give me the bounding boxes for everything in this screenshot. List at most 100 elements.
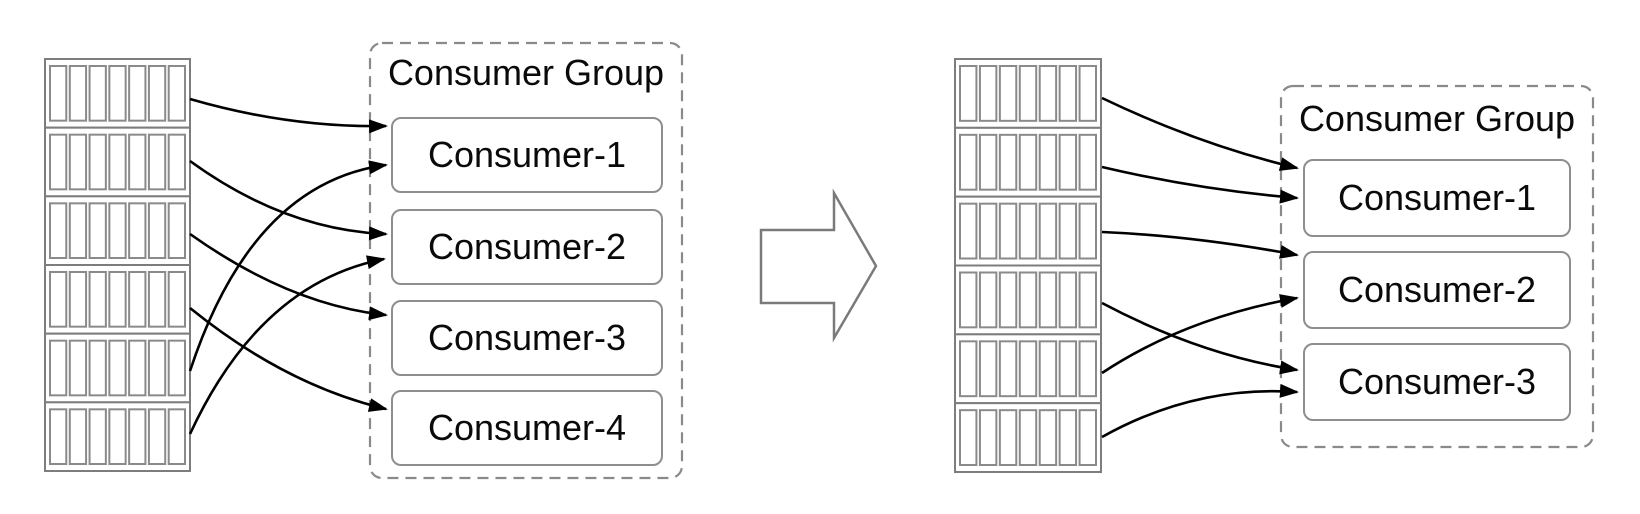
consumer-box: Consumer-3 [391,300,663,376]
partition-segment [128,133,147,191]
partition-segment [167,271,186,328]
partition-segment [68,339,88,397]
partition-segment [49,202,68,259]
partition-segment [128,271,147,328]
partition-segment [1018,202,1038,260]
partition-segment [959,409,978,466]
partition-segment [49,271,68,328]
partition-segment [998,271,1018,329]
partition-segment [68,133,88,191]
partition-segment [959,340,978,398]
partition-segment [108,339,127,397]
partition-segment [978,409,998,466]
partition-segment [978,340,998,398]
partition-segment [998,133,1018,191]
consumer-group-title: Consumer Group [387,52,665,93]
partition-segment [1018,340,1038,398]
partition-segment [88,202,107,259]
flow-arrow-right-partition-3 [1101,230,1299,259]
flow-arrow-right-partition-2 [1101,165,1299,204]
partition-segment [959,271,978,329]
partition-stack-right [954,58,1102,473]
partition-segment [49,339,68,397]
partition-segment [88,408,107,466]
partition-segment [1078,409,1097,466]
partition-segment [978,65,998,122]
partition-segment [68,202,88,259]
partition-segment [88,65,107,122]
partition-segment [998,340,1018,398]
flow-arrow-left-partition-4 [189,306,388,412]
partition-segment [1058,133,1078,191]
flow-arrow-left-partition-5 [188,160,388,372]
partition-segment [108,271,127,328]
flow-arrow-left-partition-3 [189,232,388,321]
partition-segment [1018,409,1038,466]
partition-segment [1038,271,1058,329]
partition-segment [88,271,107,328]
partition-segment [998,65,1018,122]
flow-arrow-left-partition-6 [188,255,386,435]
transition-right-arrow-icon [759,188,878,343]
partition-segment [1058,65,1078,122]
partition-segment [1038,65,1058,122]
partition-segment [978,271,998,329]
partition-segment [147,408,167,466]
partition-segment [959,133,978,191]
flow-arrow-right-partition-4 [1101,301,1299,375]
partition-segment [128,339,147,397]
partition-segment [1018,271,1038,329]
partition-segment [147,65,167,122]
consumer-box: Consumer-1 [391,117,663,193]
consumer-group-outline-right [1279,84,1595,449]
partition-segment [1078,271,1097,329]
partition-segment [1058,340,1078,398]
partition-segment [1058,202,1078,260]
consumer-box: Consumer-1 [1303,159,1571,237]
partition-segment [978,133,998,191]
consumer-group-title: Consumer Group [1298,98,1576,139]
partition-segment [1078,65,1097,122]
partition-segment [167,202,186,259]
partition-segment [167,339,186,397]
partition-segment [998,409,1018,466]
partition-segment [1018,133,1038,191]
partition-segment [147,202,167,259]
partition-segment [1018,65,1038,122]
partition-segment [1078,340,1097,398]
partition-segment [998,202,1018,260]
flow-arrows-right [1101,96,1299,439]
partition-segment [167,408,186,466]
partition-segment [1038,133,1058,191]
partition-segment [1078,133,1097,191]
partition-segment [108,202,127,259]
flow-arrow-left-partition-1 [189,97,388,134]
flow-arrow-right-partition-6 [1101,383,1299,439]
partition-segment [1058,409,1078,466]
flow-arrow-right-partition-5 [1101,294,1299,375]
partition-segment [68,271,88,328]
consumer-box: Consumer-3 [1303,343,1571,421]
partition-segment [978,202,998,260]
partition-segment [959,65,978,122]
partition-segment [128,408,147,466]
partition-segment [167,65,186,122]
partition-segment [49,408,68,466]
partition-segment [147,339,167,397]
consumer-box: Consumer-4 [391,390,663,466]
consumer-box: Consumer-2 [1303,251,1571,329]
partition-stack-left [44,58,191,473]
partition-segment [128,202,147,259]
flow-arrows-left [188,97,388,435]
partition-segment [68,408,88,466]
partition-segment [147,271,167,328]
partition-segment [108,133,127,191]
flow-arrow-left-partition-2 [189,159,388,241]
flow-arrow-right-partition-1 [1101,96,1299,171]
partition-segment [88,339,107,397]
partition-segment [68,65,88,122]
partition-segment [167,133,186,191]
consumer-box: Consumer-2 [391,209,663,285]
